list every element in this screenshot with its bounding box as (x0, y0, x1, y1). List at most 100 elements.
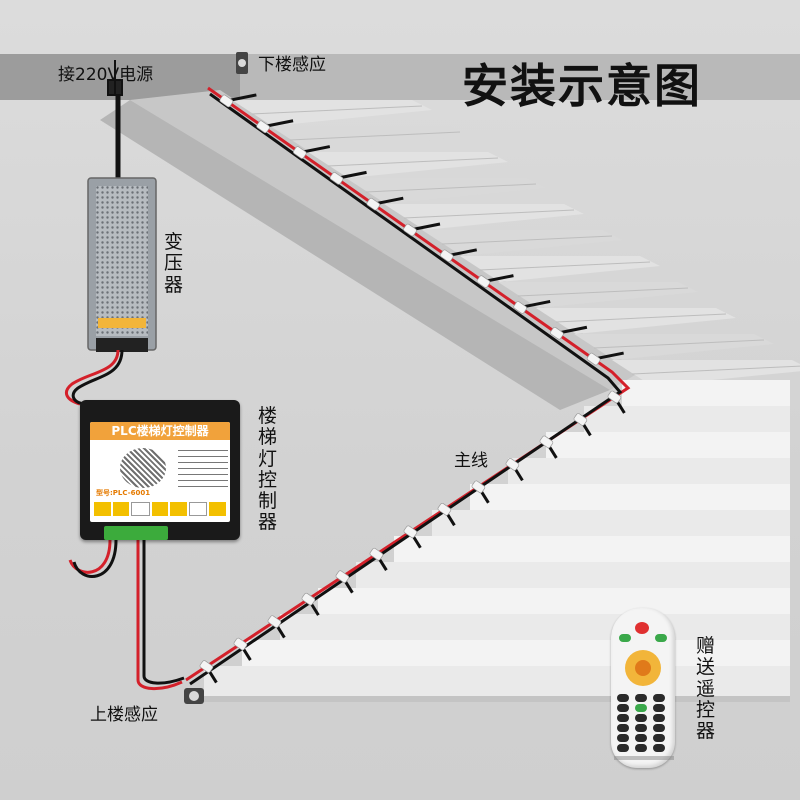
step-edge (631, 365, 800, 375)
lower-step-riser (242, 640, 790, 670)
label-char: 灯 (258, 447, 278, 470)
connector-icon (233, 637, 248, 651)
main-line-black (189, 92, 623, 686)
terminal-block (104, 526, 168, 540)
step-edge (441, 235, 613, 245)
lower-step-riser (508, 458, 790, 488)
remote-button (617, 714, 629, 722)
spec-list (178, 450, 228, 490)
upstairs-sensor-label: 上楼感应 (90, 705, 158, 725)
connector-icon (267, 615, 282, 628)
stair-light-controller: PLC楼梯灯控制器 型号:PLC-6001 (80, 400, 240, 540)
remote-button (635, 694, 647, 702)
lower-step-riser (432, 510, 790, 540)
wire-black-upper (71, 349, 124, 406)
remote-gift-label: 赠送遥控器 (696, 635, 716, 743)
remote-button (655, 634, 667, 642)
lower-step-riser (584, 406, 790, 436)
remote-button (653, 744, 665, 752)
lower-step-riser (318, 588, 790, 618)
lower-step-riser (280, 614, 790, 644)
controller-panel: PLC楼梯灯控制器 型号:PLC-6001 (90, 422, 230, 522)
wire-red-sensor (136, 540, 183, 690)
connector-icon (335, 570, 350, 583)
upper-stair-underside (130, 90, 640, 390)
step-edge (365, 183, 537, 193)
lower-steps (204, 380, 790, 702)
remote-button (617, 694, 629, 702)
qr-code-icon (120, 448, 166, 488)
step-edge (555, 313, 727, 323)
upper-step (308, 152, 508, 178)
upper-step (384, 204, 584, 230)
upper-step (612, 360, 800, 386)
lower-step-shadow (204, 696, 790, 702)
connector-icon (607, 390, 622, 404)
remote-center-button (635, 660, 651, 676)
wire-red-upper (64, 349, 120, 406)
upper-step (346, 178, 546, 204)
step-edge (403, 209, 575, 219)
step-edge (327, 157, 499, 167)
step-edge (479, 261, 651, 271)
transformer-label: 变压器 (164, 231, 184, 296)
lower-step-riser (394, 536, 790, 566)
label-char: 赠 (696, 635, 716, 657)
remote-button (635, 704, 647, 712)
remote-button (635, 744, 647, 752)
lower-step-riser (204, 666, 790, 696)
upstairs-sensor-icon (184, 688, 204, 704)
connector-icon (505, 458, 520, 471)
remote-button (653, 694, 665, 702)
lower-step-riser (622, 380, 790, 410)
connector-icon (329, 172, 344, 185)
label-char: 控 (696, 698, 716, 721)
label-char: 控 (258, 468, 278, 491)
remote-footer-text (614, 756, 674, 760)
remote-button (653, 734, 665, 742)
power-button-icon (635, 622, 649, 634)
connector-icon (293, 146, 307, 159)
connector-icon (573, 413, 588, 426)
remote-control (611, 608, 675, 768)
label-char: 器 (696, 720, 716, 743)
label-char: 梯 (258, 426, 278, 449)
remote-button (619, 634, 631, 642)
upper-step (574, 334, 774, 360)
upper-step (270, 126, 470, 152)
upper-stair-edge (100, 100, 610, 410)
connector-icon (199, 660, 214, 673)
remote-button (653, 704, 665, 712)
controller-label: 楼梯灯控制器 (258, 405, 278, 534)
lower-step-riser (356, 562, 790, 592)
connector-icon (366, 197, 381, 211)
connector-icon (586, 352, 601, 366)
remote-button (617, 734, 629, 742)
label-char: 变 (164, 231, 184, 253)
label-char: 遥 (696, 677, 716, 700)
terminal-labels (94, 502, 227, 516)
connector-icon (256, 120, 270, 134)
remote-button (653, 714, 665, 722)
lower-step-riser (470, 484, 790, 514)
upper-step (232, 100, 432, 126)
connector-icon (219, 94, 234, 108)
connector-icon (550, 326, 564, 340)
label-char: 压 (164, 252, 184, 275)
remote-button (617, 744, 629, 752)
lower-step-riser (546, 432, 790, 462)
remote-button (635, 714, 647, 722)
controller-heading: PLC楼梯灯控制器 (90, 422, 230, 440)
step-edge (289, 131, 461, 141)
downstairs-sensor-icon (236, 52, 248, 74)
downstairs-sensor-label: 下楼感应 (258, 55, 326, 75)
step-edge (251, 105, 423, 115)
connector-icon (476, 275, 491, 288)
remote-button (617, 704, 629, 712)
remote-button (653, 724, 665, 732)
connector-icon (369, 547, 384, 561)
remote-button (635, 734, 647, 742)
connector-icon (539, 435, 554, 449)
remote-button (635, 724, 647, 732)
